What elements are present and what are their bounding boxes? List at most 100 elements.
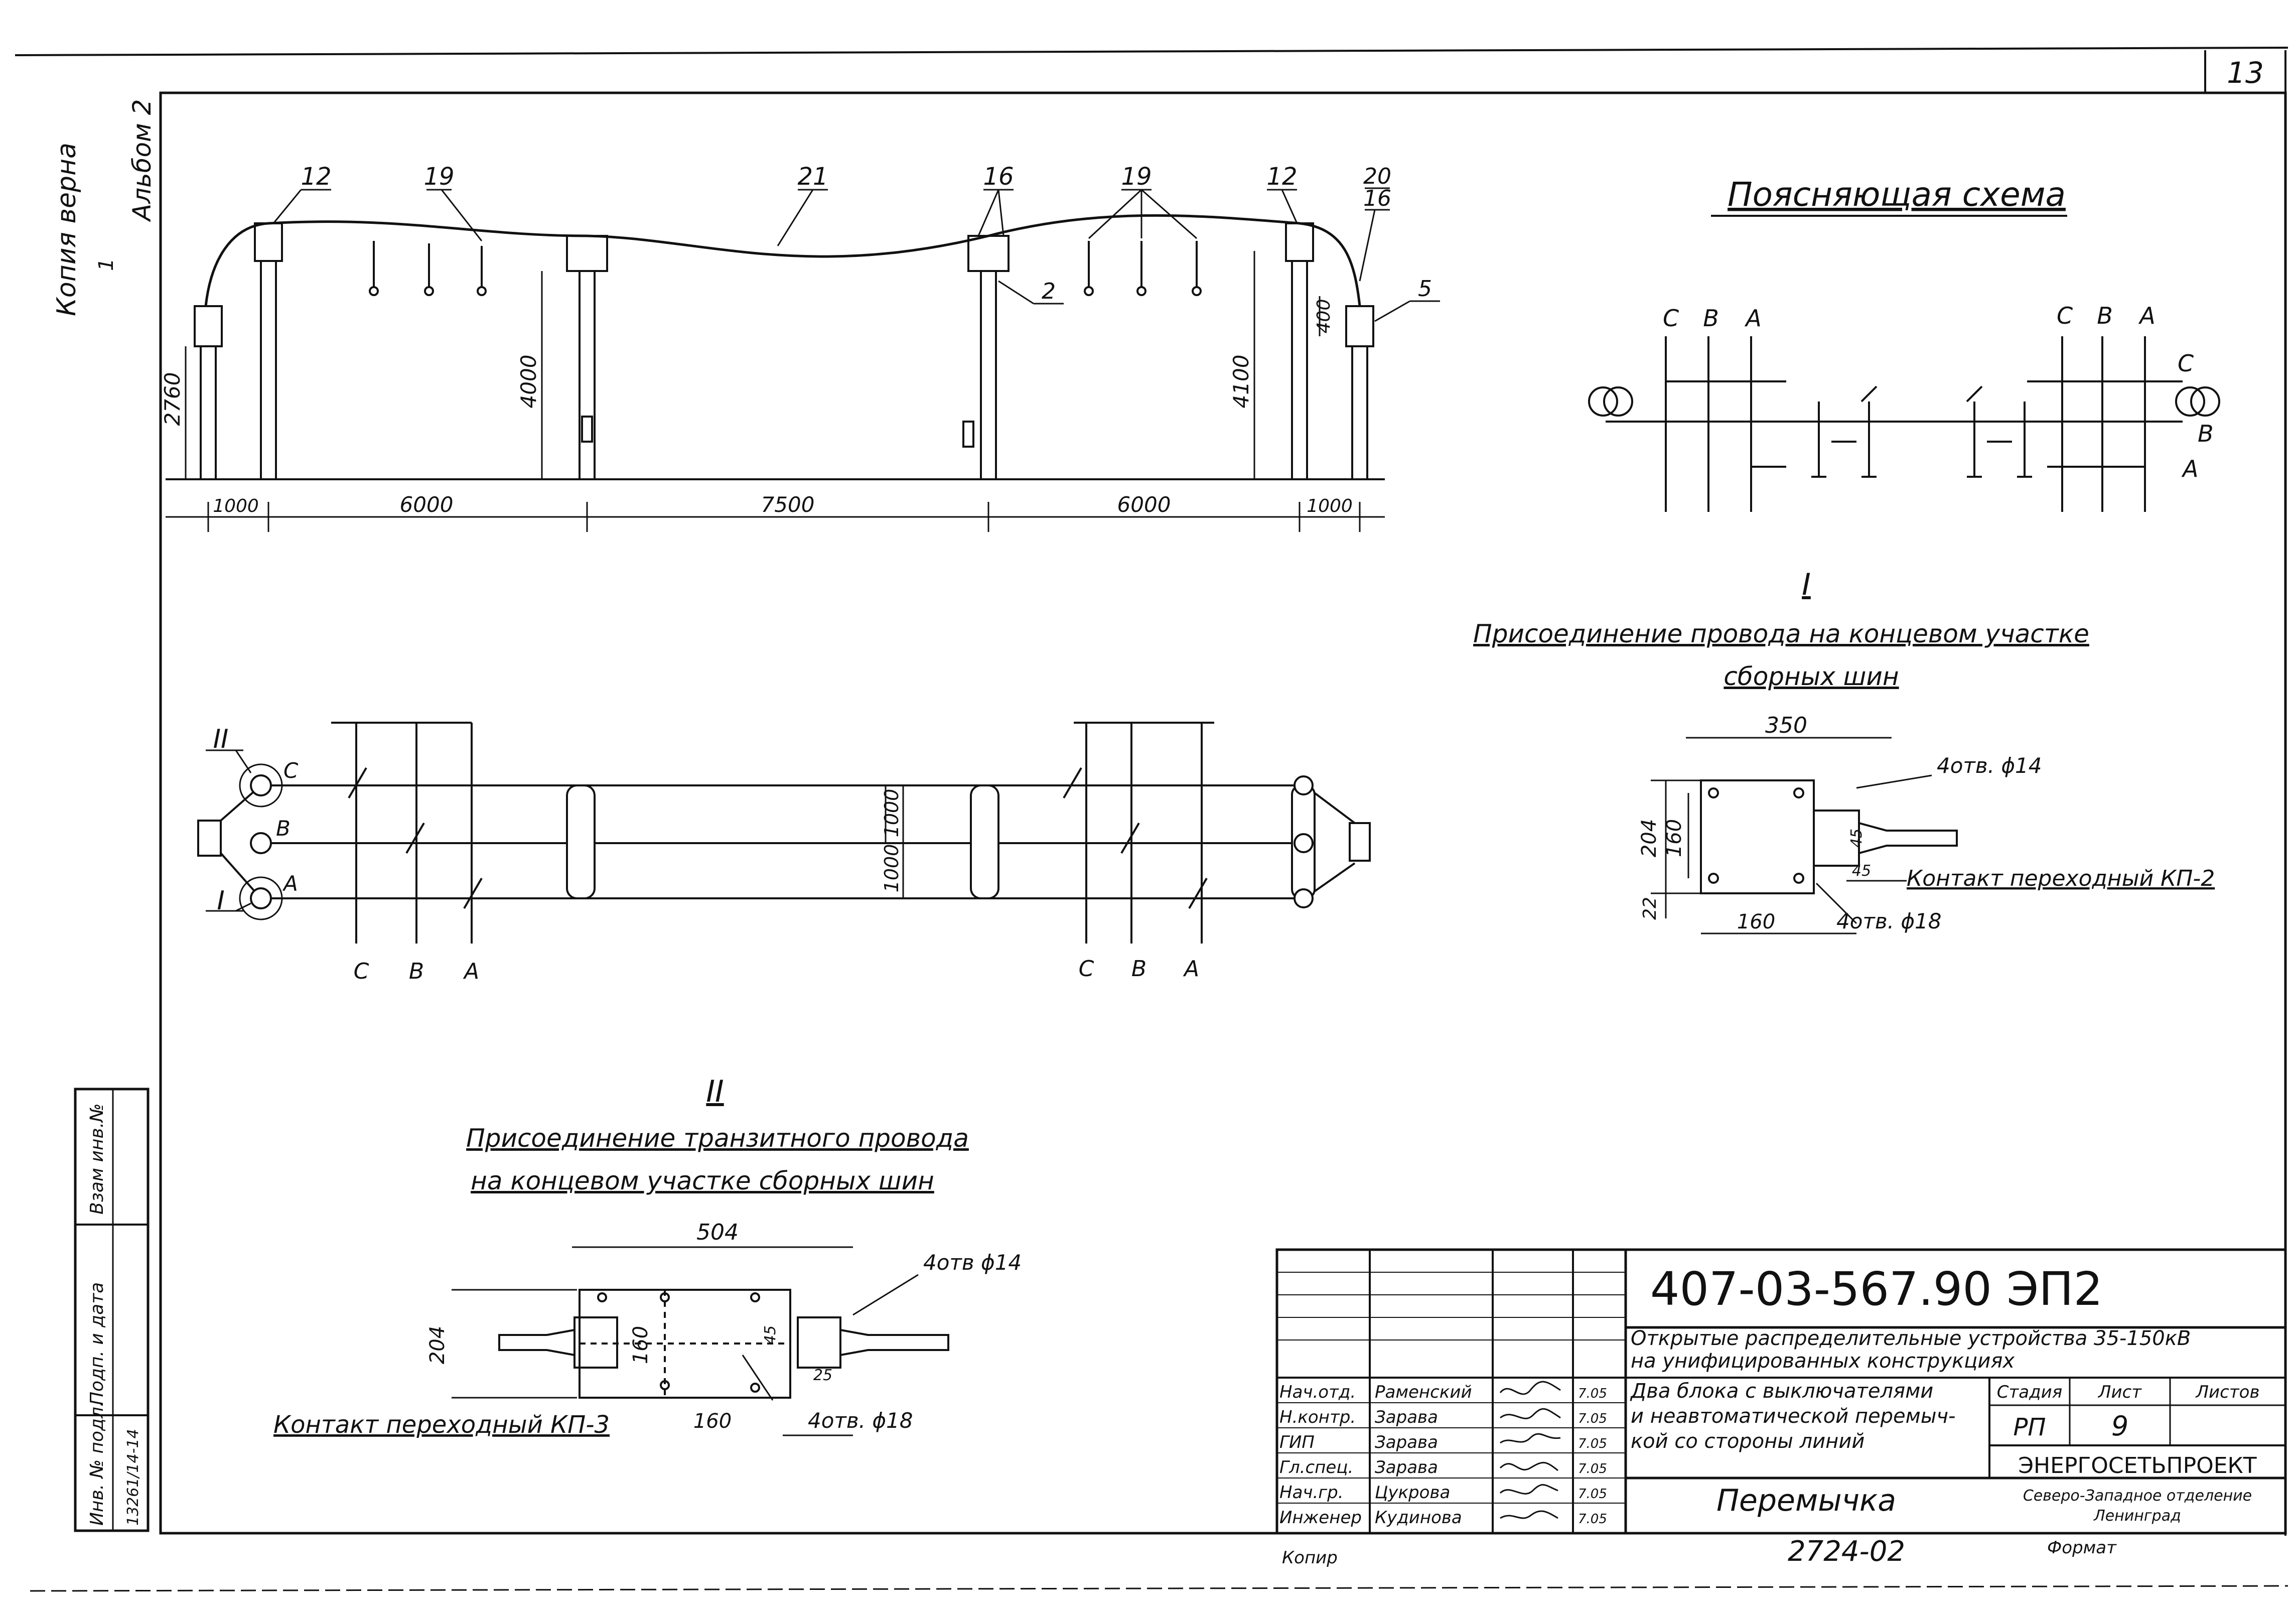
date-row-4: 7.05 — [1578, 1461, 1607, 1476]
span-7500: 7500 — [761, 492, 815, 517]
plan-node-A: A — [282, 871, 298, 896]
org-branch: Северо-Западное отделение — [2023, 1487, 2252, 1505]
stamp-sign-date: Подп. и дата — [87, 1282, 107, 1405]
detail-II-title-line1: Присоединение транзитного провода — [466, 1124, 969, 1153]
detail-I-mark: I — [1802, 567, 1811, 602]
sheet-name: Перемычка — [1716, 1483, 1896, 1518]
desc-line4: и неавтоматической перемыч- — [1631, 1405, 1955, 1428]
span-6000-right: 6000 — [1117, 492, 1171, 517]
callout-16-right: 16 — [1363, 186, 1391, 211]
callout-2: 2 — [1042, 279, 1056, 304]
scheme-right-C: C — [2057, 302, 2073, 329]
scheme-right-B: B — [2097, 302, 2113, 329]
height-400: 400 — [1314, 299, 1334, 334]
plan-dim-1000-lower: 1000 — [881, 844, 903, 893]
stamp-inv-number: 13261/14-14 — [124, 1429, 142, 1526]
callout-12-right: 12 — [1266, 163, 1297, 191]
plan-phase-B-left: B — [409, 959, 424, 984]
detail-II-title-line2: на концевом участке сборных шин — [471, 1166, 934, 1195]
role-row-6: Инженер — [1279, 1508, 1362, 1528]
name-row-3: Зарава — [1375, 1432, 1438, 1452]
name-row-4: Зарава — [1375, 1457, 1438, 1477]
elevation-view — [166, 187, 1440, 532]
date-row-6: 7.05 — [1578, 1512, 1607, 1527]
desc-line2: на унифицированных конструкциях — [1631, 1350, 2015, 1373]
desc-line3: Два блока с выключателями — [1630, 1380, 1933, 1403]
scheme-side-C: C — [2178, 350, 2194, 377]
callout-19-right: 19 — [1121, 163, 1152, 191]
side-stamp — [74, 1088, 150, 1532]
plan-phase-C-left: C — [354, 959, 369, 984]
scheme-right-A: A — [2138, 302, 2155, 329]
signatures — [1499, 1381, 1561, 1519]
plan-phase-B-right: B — [1131, 956, 1146, 982]
stage-value: РП — [2013, 1413, 2046, 1441]
detail-I-dim-45a: 45 — [1848, 829, 1866, 848]
detail-II-dim-width: 504 — [696, 1220, 739, 1245]
detail-II-mark: II — [706, 1074, 724, 1109]
desc-line1: Открытые распределительные устройства 35… — [1631, 1327, 2191, 1350]
date-row-2: 7.05 — [1578, 1411, 1607, 1426]
callout-19-left: 19 — [423, 163, 454, 191]
name-row-6: Кудинова — [1375, 1508, 1462, 1528]
detail-I-dim-bottom: 160 — [1737, 910, 1775, 933]
plan-view — [197, 722, 1371, 944]
side-note-album: Альбом 2 — [127, 99, 157, 222]
detail-I-dim-45b: 45 — [1852, 862, 1871, 880]
plan-node-C: C — [283, 758, 299, 783]
detail-II-drawing — [452, 1246, 949, 1436]
sheet-number: 9 — [2111, 1410, 2128, 1442]
scheme-side-A: A — [2181, 455, 2198, 482]
hdr-sheets: Листов — [2195, 1382, 2259, 1402]
scheme-left-C: C — [1663, 305, 1679, 332]
plan-node-B: B — [276, 816, 291, 841]
detail-II-dim-25: 25 — [813, 1367, 832, 1384]
name-row-2: Зарава — [1375, 1407, 1438, 1427]
role-row-4: Гл.спец. — [1279, 1457, 1353, 1477]
detail-I-contact: Контакт переходный КП-2 — [1907, 866, 2215, 891]
plan-section-mark-I: I — [217, 886, 224, 916]
detail-I-holes-14: 4отв. ϕ14 — [1937, 753, 2042, 778]
org-name: ЭНЕРГОСЕТЬПРОЕКТ — [2018, 1453, 2256, 1479]
date-row-1: 7.05 — [1578, 1386, 1607, 1401]
plan-phase-A-left: A — [463, 959, 479, 984]
detail-I-title-line1: Присоединение провода на концевом участк… — [1473, 619, 2089, 648]
detail-II-dim-160: 160 — [629, 1326, 652, 1364]
height-2760: 2760 — [160, 372, 185, 426]
doc-code: 407-03-567.90 ЭП2 — [1650, 1262, 2103, 1316]
desc-line5: кой со стороны линий — [1631, 1430, 1864, 1453]
scheme-diagram — [1588, 336, 2220, 512]
span-6000-left: 6000 — [400, 492, 454, 517]
drawing-number: 2724-02 — [1788, 1535, 1905, 1568]
callout-20: 20 — [1363, 164, 1391, 189]
stamp-inv: Инв. № подл. — [87, 1401, 107, 1526]
stamp-replace: Взам инв.№ — [87, 1103, 107, 1215]
hdr-sheet: Лист — [2097, 1382, 2142, 1402]
height-4100: 4100 — [1229, 355, 1253, 409]
detail-II-dim-45: 45 — [762, 1325, 779, 1345]
role-row-2: Н.контр. — [1279, 1407, 1356, 1427]
title-block-grid — [1275, 1248, 2287, 1535]
date-row-3: 7.05 — [1578, 1436, 1607, 1451]
detail-I-dim-width: 350 — [1765, 713, 1807, 738]
page-number: 13 — [2227, 56, 2264, 90]
detail-I-holes-18: 4отв. ϕ18 — [1836, 909, 1942, 933]
detail-I-dim-22: 22 — [1640, 897, 1660, 920]
org-city: Ленинград — [2093, 1507, 2181, 1525]
callout-21: 21 — [797, 163, 828, 191]
date-row-5: 7.05 — [1578, 1487, 1607, 1502]
hdr-stage: Стадия — [1997, 1382, 2062, 1402]
plan-dim-1000-upper: 1000 — [881, 789, 903, 838]
detail-I-dim-204: 204 — [1638, 819, 1661, 857]
span-1000-right: 1000 — [1307, 496, 1353, 516]
role-row-1: Нач.отд. — [1279, 1382, 1356, 1402]
scheme-title: Поясняющая схема — [1728, 175, 2066, 214]
copy-label: Копир — [1282, 1548, 1338, 1568]
side-note-number: 1 — [95, 258, 118, 271]
callout-16-mid: 16 — [983, 163, 1014, 191]
plan-phase-A-right: A — [1183, 956, 1199, 982]
side-note-copy: Копия верна — [52, 143, 82, 316]
detail-I-title-line2: сборных шин — [1724, 662, 1899, 691]
